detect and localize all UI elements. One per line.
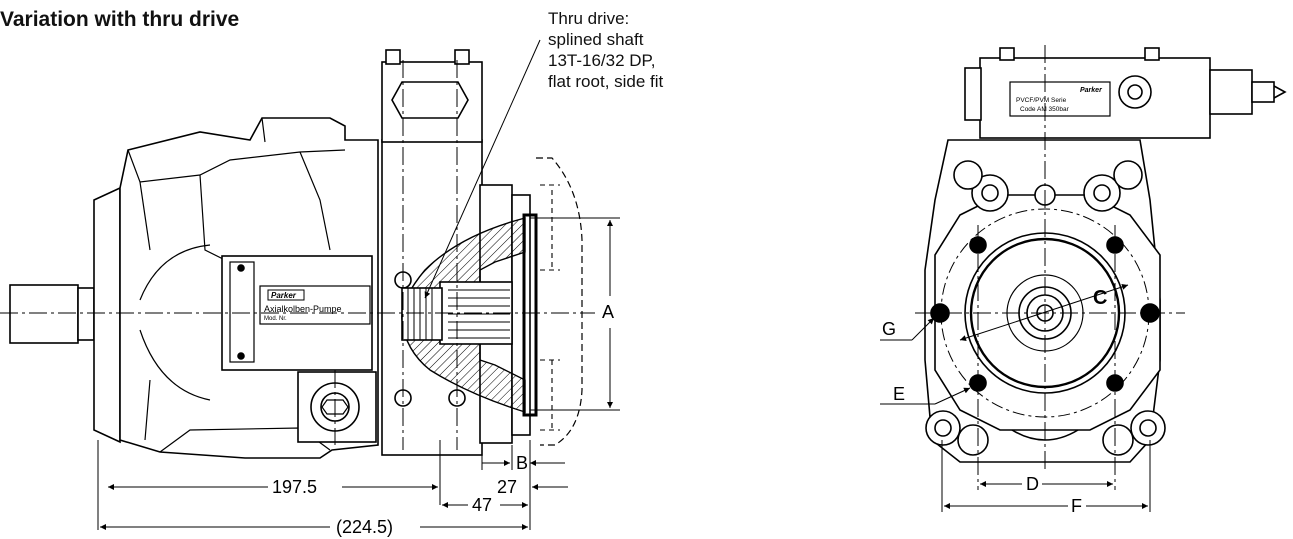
- rear-seal-ring: [522, 213, 538, 417]
- end-compensator-block: [979, 57, 1211, 139]
- side-nameplate-text-2: Mod. Nr.: [264, 316, 287, 322]
- dim-E-label: E: [893, 384, 905, 404]
- boss-top-right-inner: [1093, 184, 1111, 202]
- housing-contour: [127, 117, 346, 453]
- boss-bottom-left-inner: [934, 419, 952, 437]
- boss-top-left: [971, 174, 1009, 212]
- callout-line-1: Thru drive:: [548, 9, 630, 28]
- dim-F-label: F: [1071, 496, 1082, 516]
- boss-bottom-right-inner: [1139, 419, 1157, 437]
- boss-top-left-inner: [981, 184, 999, 202]
- side-nameplate-brand: Parker: [271, 291, 297, 300]
- dim-C-label: C: [1093, 287, 1107, 309]
- spline-teeth: [448, 289, 510, 339]
- boss-left-top: [953, 160, 983, 190]
- adjust-screw-hex: [391, 81, 469, 119]
- dim-47-label: 47: [472, 495, 492, 515]
- boss-top-right: [1083, 174, 1121, 212]
- mating-pump-detail: [540, 184, 560, 431]
- end-port-outer: [1118, 75, 1152, 109]
- callout-line-2: splined shaft: [548, 30, 644, 49]
- end-adjust-tip: [1273, 85, 1287, 99]
- end-port-inner: [1127, 84, 1143, 100]
- dim-B-label: B: [516, 453, 528, 473]
- side-view: [9, 49, 583, 459]
- dim-G-label: G: [882, 319, 896, 339]
- internal-spline-teeth: [407, 288, 433, 340]
- end-nameplate: [1009, 81, 1111, 117]
- boss-right-top: [1113, 160, 1143, 190]
- mating-pump-outline: [536, 157, 583, 446]
- end-view: [924, 47, 1287, 463]
- end-dimensions: [880, 284, 1151, 512]
- end-cap-top-2: [1144, 47, 1160, 61]
- dim-A-label: A: [602, 302, 614, 322]
- end-adjust-nut: [1209, 69, 1253, 115]
- dim-D-label: D: [1026, 474, 1039, 494]
- callout-line-3: 13T-16/32 DP,: [548, 51, 656, 70]
- callout-line-4: flat root, side fit: [548, 72, 664, 91]
- side-nameplate-text-1: Axialkolben-Pumpe: [264, 304, 342, 314]
- end-nameplate-text-2: Code AM 350bar: [1020, 106, 1070, 113]
- side-brand-box: [267, 289, 305, 301]
- thru-drive-leader: [424, 39, 541, 299]
- compensator-cap-right: [454, 49, 470, 65]
- boss-bottom-left: [925, 410, 961, 446]
- dim-197-5-label: 197.5: [272, 477, 317, 497]
- boss-bottom-right-2: [1102, 424, 1134, 456]
- end-cap-left: [964, 67, 982, 121]
- boss-bottom-left-2: [957, 424, 989, 456]
- nameplate-rivet-top: [237, 264, 245, 272]
- shaft-collar: [77, 287, 95, 341]
- drive-shaft: [9, 284, 79, 344]
- end-cap-top-1: [999, 47, 1015, 61]
- compensator-cap-left: [385, 49, 401, 65]
- side-centerlines: [0, 60, 595, 450]
- side-nameplate-plate: [259, 285, 371, 325]
- thru-drive-callout: Thru drive: splined shaft 13T-16/32 DP, …: [548, 8, 663, 92]
- dim-224-5-label: (224.5): [336, 517, 393, 537]
- page-title: Variation with thru drive: [0, 8, 240, 31]
- end-nameplate-brand: Parker: [1080, 87, 1103, 94]
- dim-27-label: 27: [497, 477, 517, 497]
- housing-curve: [139, 244, 211, 401]
- port-bolt-hex: [321, 399, 349, 415]
- nameplate-rivet-bottom: [237, 352, 245, 360]
- end-nameplate-text-1: PVCF/PVM Serie: [1016, 97, 1067, 104]
- mounting-flange: [93, 186, 121, 444]
- side-dimensions: [97, 217, 620, 530]
- side-nameplate-window: [229, 261, 255, 363]
- end-adjust-stem: [1251, 81, 1275, 103]
- boss-bottom-right: [1130, 410, 1166, 446]
- internal-spline-shaft: [401, 287, 443, 341]
